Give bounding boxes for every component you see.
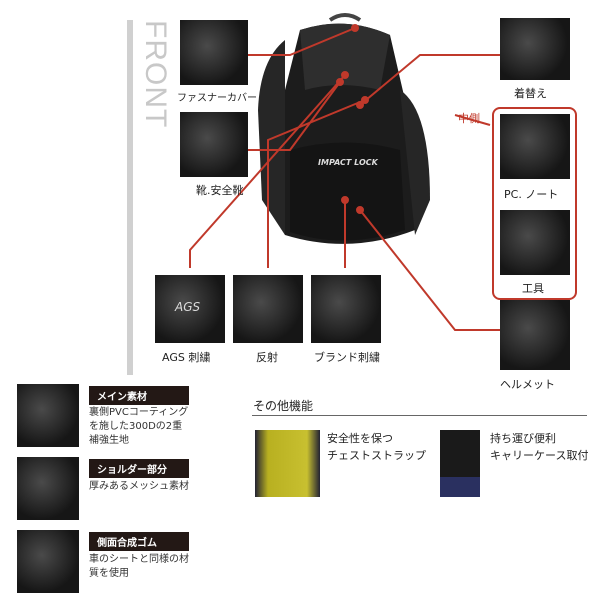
main-material-text: 裏側PVCコーティングを施した300Dの2重補強生地: [89, 407, 189, 446]
ags-photo: AGS: [155, 275, 225, 343]
tools-photo: [500, 210, 570, 275]
shoes-label: 靴.安全靴: [196, 184, 244, 197]
front-bar: [127, 20, 133, 375]
shoulder-text: 厚みあるメッシュ素材: [89, 481, 189, 492]
brand-label: ブランド刺繍: [314, 351, 380, 364]
inside-label: 中側: [458, 112, 480, 125]
pc-label: PC. ノート: [504, 188, 559, 201]
carry-case-line1: 持ち運び便利: [490, 432, 556, 445]
clothes-photo: [500, 18, 570, 80]
zipper-cover-label: ファスナーカバー: [177, 93, 257, 104]
ags-logo: AGS: [175, 300, 201, 314]
helmet-photo: [500, 300, 570, 370]
clothes-label: 着替え: [514, 87, 547, 100]
brand-photo: [311, 275, 381, 343]
pc-photo: [500, 114, 570, 179]
inside-group: [492, 107, 577, 300]
impact-lock-logo: IMPACT LOCK: [318, 158, 379, 167]
shoes-photo: [180, 112, 248, 177]
main-material-photo: [17, 384, 79, 447]
chest-strap-text: 安全性を保つチェストストラップ: [327, 430, 426, 464]
carry-case-line2: キャリーケース取付: [490, 449, 589, 462]
side-rubber-photo: [17, 530, 79, 593]
zipper-cover-photo: [180, 20, 248, 85]
tools-label: 工具: [522, 282, 544, 295]
other-features-title: その他機能: [253, 399, 314, 413]
chest-strap-photo: [255, 430, 320, 497]
reflective-label: 反射: [256, 351, 278, 364]
reflective-photo: [233, 275, 303, 343]
main-material-title: メイン素材: [89, 386, 189, 405]
divider: [252, 415, 587, 416]
carry-case-text: 持ち運び便利キャリーケース取付: [490, 430, 588, 464]
side-rubber-text: 車のシートと同様の材質を使用: [89, 554, 189, 579]
shoulder-title: ショルダー部分: [89, 459, 189, 478]
ags-label: AGS 刺繍: [162, 351, 211, 364]
chest-strap-line2: チェストストラップ: [327, 449, 426, 462]
shoulder-photo: [17, 457, 79, 520]
side-rubber-title: 側面合成ゴム: [89, 532, 189, 551]
chest-strap-line1: 安全性を保つ: [327, 432, 393, 445]
helmet-label: ヘルメット: [500, 378, 555, 391]
carry-case-photo: [440, 430, 480, 497]
